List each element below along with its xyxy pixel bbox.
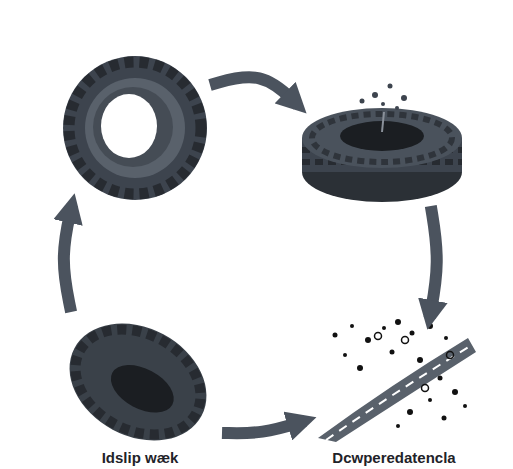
- particle: [410, 331, 415, 336]
- particle: [417, 357, 423, 363]
- road-surface: [318, 338, 476, 442]
- particle: [343, 353, 347, 357]
- cycle-arrow: [222, 421, 305, 434]
- flat-tire: [302, 84, 462, 203]
- particle: [390, 350, 395, 355]
- particle: [428, 398, 432, 402]
- particle: [395, 106, 399, 110]
- tire-rim: [93, 87, 173, 167]
- particle: [447, 352, 454, 359]
- particle: [333, 333, 338, 338]
- particle: [427, 323, 433, 329]
- particle: [388, 84, 393, 89]
- particle: [395, 319, 401, 325]
- particle: [375, 333, 382, 340]
- upright-tire: [63, 56, 207, 200]
- tire-body: [63, 56, 207, 200]
- tire-hole: [101, 94, 157, 158]
- particle: [372, 92, 378, 98]
- tire-tread: [312, 114, 452, 162]
- particle: [357, 365, 363, 371]
- particle: [422, 385, 429, 392]
- particle: [452, 389, 458, 395]
- tire-tread: [69, 62, 201, 194]
- particle: [438, 376, 443, 381]
- cycle-arrow: [430, 206, 437, 318]
- particle: [444, 336, 448, 340]
- node-label: Idslip wæk: [102, 449, 179, 469]
- particle: [396, 424, 400, 428]
- road-node: Dcwperedatencla: [305, 318, 483, 469]
- node-label: Dcwperedatencla: [332, 449, 455, 469]
- particle: [381, 102, 385, 106]
- particle: [382, 326, 386, 330]
- tire-hole: [103, 355, 182, 422]
- tire-top: [302, 108, 462, 168]
- particle: [402, 337, 409, 344]
- particle: [401, 95, 407, 101]
- cycle-arrow: [210, 77, 298, 105]
- particle: [407, 409, 413, 415]
- particle: [350, 324, 354, 328]
- tire-sidewall: [85, 78, 185, 178]
- particle: [463, 404, 467, 408]
- tire-tread: [57, 309, 219, 456]
- tire-node: Idslip wæk: [58, 312, 222, 469]
- particle: [365, 337, 371, 343]
- road-line: [326, 345, 472, 440]
- tire-body: [49, 301, 227, 464]
- particle: [442, 416, 447, 421]
- tire-node: [60, 55, 210, 205]
- particle: [360, 99, 365, 104]
- tire-node: [298, 80, 464, 206]
- road: [318, 319, 476, 442]
- rolling-tire: [49, 301, 227, 464]
- drip-line: [382, 112, 384, 132]
- cycle-arrow: [64, 205, 72, 312]
